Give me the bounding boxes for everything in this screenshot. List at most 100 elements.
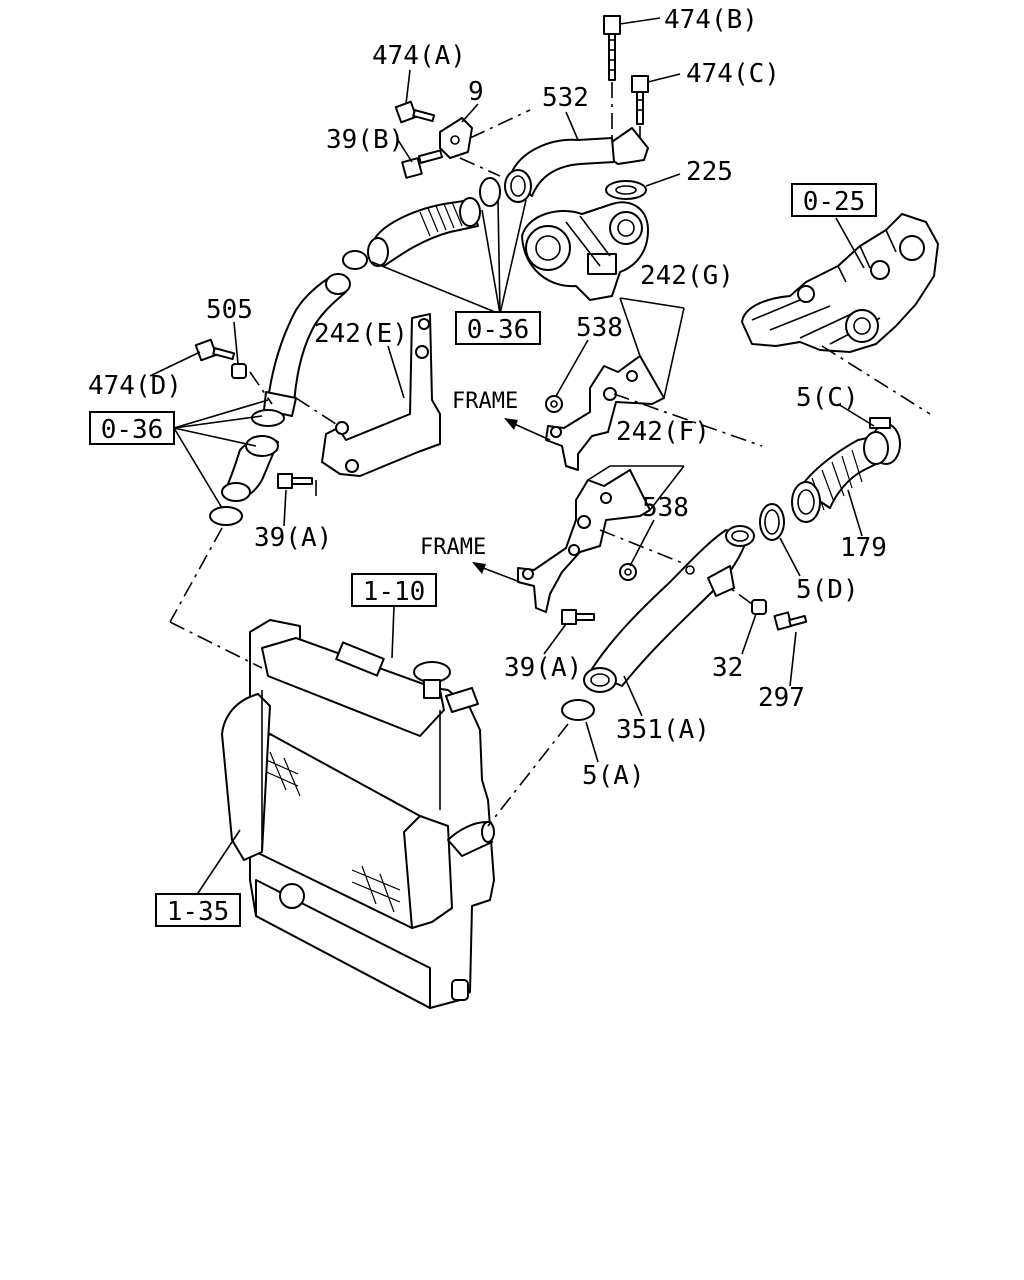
bracket-242e (321, 313, 441, 477)
leader-474c (647, 73, 681, 83)
leader-538-mid (629, 519, 655, 567)
label-242f: 242(F) (616, 417, 710, 447)
leader-505 (233, 321, 239, 365)
frame-arrow-upper-line (509, 421, 551, 441)
leader-351a (623, 675, 643, 717)
dash-hose-to-242e (295, 397, 337, 425)
ref-025-text: 0-25 (803, 187, 866, 217)
label-505: 505 (206, 295, 253, 325)
gasket-225 (605, 180, 647, 200)
leader-179 (847, 489, 863, 537)
frame-arrow-lower-head (472, 562, 486, 574)
clamp-left-lower (209, 506, 243, 526)
dash-32-to-pipe (729, 587, 753, 605)
washer-32 (751, 599, 767, 615)
bracket-9 (439, 117, 473, 159)
label-39a-left: 39(A) (254, 523, 332, 553)
washer-505 (231, 363, 247, 379)
label-474b: 474(B) (664, 5, 758, 35)
leader-036-left-2 (173, 415, 263, 429)
label-474d: 474(D) (88, 371, 182, 401)
label-frame-upper: FRAME (452, 389, 518, 414)
label-32: 32 (712, 653, 743, 683)
leader-474a (405, 69, 411, 105)
label-532: 532 (542, 83, 589, 113)
leader-242f-c (587, 465, 611, 481)
label-351a: 351(A) (616, 715, 710, 745)
leader-532 (565, 111, 579, 141)
leader-39b (397, 139, 413, 163)
leader-110 (391, 605, 395, 659)
label-9: 9 (468, 77, 484, 107)
leader-39a-mid (543, 623, 567, 655)
leader-242g (619, 297, 685, 309)
ref-box-135: 1-35 (155, 893, 241, 927)
ref-box-025: 0-25 (791, 183, 877, 217)
nut-538-top (545, 395, 563, 413)
bolt-297 (773, 611, 808, 631)
hose-532 (504, 137, 615, 203)
leader-025 (835, 217, 865, 269)
label-242e: 242(E) (314, 319, 408, 349)
ref-135-text: 1-35 (167, 897, 230, 927)
label-474a: 474(A) (372, 41, 466, 71)
leader-5a (585, 721, 599, 763)
dash-clamp-to-radiator-2 (169, 621, 263, 669)
label-5a: 5(A) (582, 761, 645, 791)
label-5d: 5(D) (796, 575, 859, 605)
hose-179 (791, 431, 889, 523)
intake-manifold (741, 213, 939, 353)
leader-036-top-4 (499, 199, 527, 315)
ref-036-top-text: 0-36 (467, 315, 530, 345)
leader-9 (461, 103, 479, 123)
leader-242f-b (649, 465, 685, 511)
bracket-242f (517, 469, 651, 613)
bolt-474a (394, 100, 436, 124)
clamp-upper-hose (479, 177, 501, 207)
label-538-mid: 538 (642, 493, 689, 523)
label-frame-lower: FRAME (420, 535, 486, 560)
turbocharger (521, 201, 649, 301)
leader-036-left-1 (173, 399, 269, 429)
leader-036-left-3 (173, 427, 257, 447)
leader-5c (837, 403, 875, 427)
label-39b: 39(B) (326, 125, 404, 155)
label-5c: 5(C) (796, 383, 859, 413)
clamp-5a (561, 699, 595, 721)
dash-5a-to-radiator (487, 723, 569, 827)
bolt-39b (401, 149, 444, 179)
bolt-474b (603, 15, 621, 140)
pipe-351a (583, 525, 755, 693)
leader-036-top-3 (497, 199, 501, 315)
radiator-assembly (221, 619, 495, 1009)
label-538-top: 538 (576, 313, 623, 343)
label-242g: 242(G) (640, 261, 734, 291)
dash-242g-to-pipe (613, 393, 763, 447)
ref-box-110: 1-10 (351, 573, 437, 607)
left-short-hose (221, 435, 279, 502)
label-474c: 474(C) (686, 59, 780, 89)
clamp-5d (759, 503, 785, 541)
label-39a-mid: 39(A) (504, 653, 582, 683)
leader-297 (789, 631, 797, 687)
leader-474d (149, 351, 201, 377)
ref-036-left-text: 0-36 (101, 415, 164, 445)
clamp-left-upper (251, 409, 285, 427)
leader-39a-left (283, 489, 287, 527)
leader-32 (741, 613, 757, 655)
leader-474b (619, 17, 661, 25)
leader-036-top-1 (371, 261, 501, 315)
bolt-474c (631, 75, 649, 150)
dash-bracket9-to-hose (469, 109, 531, 139)
clamp-mid-hose (342, 250, 368, 270)
dash-manifold-to-pipe (821, 345, 931, 415)
leader-242g-c (663, 307, 685, 399)
frame-arrow-lower-line (477, 565, 521, 583)
dash-bolt39b-to-hose (459, 157, 501, 177)
ref-box-036-top: 0-36 (455, 311, 541, 345)
label-179: 179 (840, 533, 887, 563)
leader-036-top-2 (481, 209, 501, 315)
ref-110-text: 1-10 (363, 577, 426, 607)
leader-5d (779, 537, 801, 577)
